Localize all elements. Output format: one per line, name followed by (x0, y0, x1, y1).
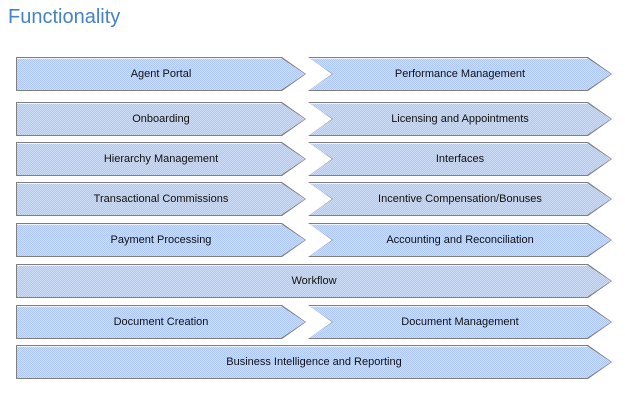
arrow-fill (309, 103, 611, 135)
arrow-incentive-compensation-bonuses: Incentive Compensation/Bonuses (308, 182, 612, 216)
chevron-row: Hierarchy Management Interfaces (0, 142, 625, 176)
chevron-row: Workflow (0, 264, 625, 298)
arrow-fill (309, 306, 611, 338)
chevron-row: Agent Portal Performance Management (0, 57, 625, 91)
arrow-onboarding: Onboarding (16, 102, 306, 136)
arrow-workflow: Workflow (16, 264, 612, 298)
arrow-business-intelligence-and-reporting: Business Intelligence and Reporting (16, 345, 612, 379)
arrow-fill (17, 265, 611, 297)
chevron-row: Onboarding Licensing and Appointments (0, 102, 625, 136)
chevron-row: Transactional Commissions Incentive Comp… (0, 182, 625, 216)
arrow-fill (17, 58, 305, 90)
page-title: Functionality (8, 6, 121, 28)
arrow-fill (17, 346, 611, 378)
chevron-row: Payment Processing Accounting and Reconc… (0, 223, 625, 257)
arrow-document-management: Document Management (308, 305, 612, 339)
arrow-performance-management: Performance Management (308, 57, 612, 91)
arrow-hierarchy-management: Hierarchy Management (16, 142, 306, 176)
arrow-document-creation: Document Creation (16, 305, 306, 339)
arrow-fill (309, 143, 611, 175)
arrow-fill (17, 143, 305, 175)
arrow-fill (17, 103, 305, 135)
arrow-interfaces: Interfaces (308, 142, 612, 176)
chevron-row: Business Intelligence and Reporting (0, 345, 625, 379)
arrow-fill (17, 183, 305, 215)
arrow-fill (309, 224, 611, 256)
arrow-fill (309, 58, 611, 90)
arrow-licensing-and-appointments: Licensing and Appointments (308, 102, 612, 136)
arrow-fill (17, 306, 305, 338)
arrow-fill (309, 183, 611, 215)
arrow-agent-portal: Agent Portal (16, 57, 306, 91)
arrow-transactional-commissions: Transactional Commissions (16, 182, 306, 216)
arrow-fill (17, 224, 305, 256)
chevron-row: Document Creation Document Management (0, 305, 625, 339)
arrow-payment-processing: Payment Processing (16, 223, 306, 257)
arrow-accounting-and-reconciliation: Accounting and Reconciliation (308, 223, 612, 257)
